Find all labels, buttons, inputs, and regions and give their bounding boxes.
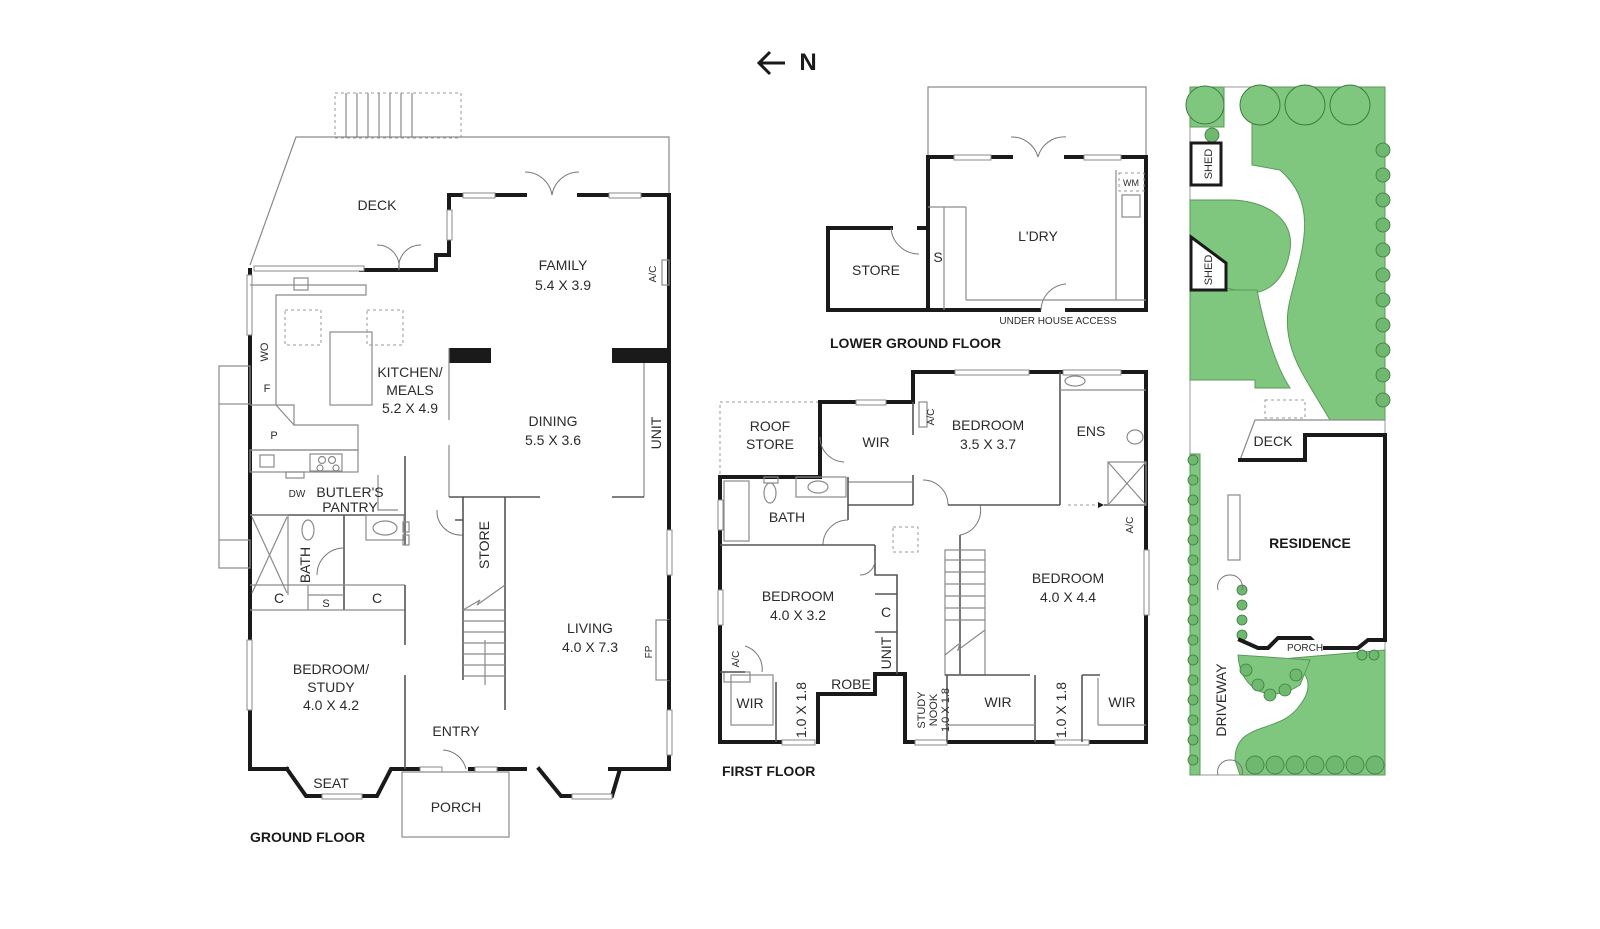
room-porch: PORCH [431,799,482,815]
room-bedroom-1-size: 3.5 X 3.7 [960,436,1016,452]
room-lg-store: STORE [852,262,900,278]
room-wir-4: WIR [1108,694,1135,710]
room-store: STORE [476,521,492,569]
ff-ac-label-3: A/C [731,651,742,668]
north-label: N [799,49,816,76]
room-living: LIVING [567,620,613,636]
room-deck: DECK [358,197,398,213]
room-laundry: L'DRY [1018,228,1058,244]
lower-ground-floor-title: LOWER GROUND FLOOR [830,335,1001,351]
room-butlers: BUTLER'S [316,484,383,500]
hedge-bottom [1245,755,1385,775]
room-entry: ENTRY [432,723,480,739]
lower-ground-floor-plan: STORE S L'DRY WM UNDER HOUSE ACCESS LOWE… [826,86,1148,351]
c-label: C [274,590,284,606]
hedge-right [1375,142,1391,408]
ground-floor-plan: DECK FAMILY 5.4 X 3.9 A/C KITCHEN/ MEALS… [218,92,673,845]
room-family-size: 5.4 X 3.9 [535,277,591,293]
room-kitchen-2: MEALS [386,382,433,398]
p-label: P [270,430,277,442]
room-wir-2: WIR [736,695,763,711]
driveway-label: DRIVEWAY [1213,663,1229,737]
room-ff-bath: BATH [769,509,805,525]
room-study-nook-2: NOOK [928,693,940,726]
dim-2: 1.0 X 1.8 [1053,682,1069,738]
room-ff-unit: UNIT [878,636,894,669]
room-bedroom-study-2: STUDY [307,679,355,695]
ff-ac-label: A/C [926,409,937,426]
wm-label: WM [1123,178,1139,188]
room-dining: DINING [529,413,578,429]
room-wir-1: WIR [862,434,889,450]
dw-label: DW [289,489,306,500]
fp-label: FP [644,645,655,658]
first-floor-title: FIRST FLOOR [722,763,815,779]
room-roof-store: ROOF [750,418,790,434]
site-deck-label: DECK [1254,433,1294,449]
arrow-left-icon [756,50,785,76]
f-label: F [264,383,271,395]
c-label-2: C [372,590,382,606]
room-kitchen-size: 5.2 X 4.9 [382,400,438,416]
room-roof-store-2: STORE [746,436,794,452]
room-butlers-2: PANTRY [322,499,378,515]
room-seat: SEAT [313,775,349,791]
site-porch-label: PORCH [1287,643,1323,654]
room-dining-size: 5.5 X 3.6 [525,432,581,448]
hedge-left [1187,454,1199,766]
shed-label-2: SHED [1203,255,1215,286]
room-wir-3: WIR [984,694,1011,710]
site-plan: SHED SHED DECK RESIDENCE PORCH DRIVEWAY [1185,84,1391,776]
lg-s-label: S [933,249,942,265]
room-study-nook: STUDY [916,691,928,729]
room-robe: ROBE [831,676,871,692]
ac-label: A/C [648,266,659,283]
shed-label-1: SHED [1203,149,1215,180]
room-living-size: 4.0 X 7.3 [562,639,618,655]
room-bedroom-study: BEDROOM/ [293,661,369,677]
room-bedroom-2-size: 4.0 X 3.2 [770,607,826,623]
north-compass: N [756,49,817,76]
room-bedroom-2: BEDROOM [762,588,834,604]
shrub-cluster [1236,584,1380,702]
dim-1: 1.0 X 1.8 [793,682,809,738]
ff-ac-label-2: A/C [1125,517,1136,534]
room-bath: BATH [297,547,313,583]
residence-label: RESIDENCE [1269,535,1351,551]
room-unit: UNIT [648,416,664,449]
room-bedroom-1: BEDROOM [952,417,1024,433]
wo-label: WO [259,342,271,361]
room-bedroom-3-size: 4.0 X 4.4 [1040,589,1096,605]
dim-study: 1.0 X 1.8 [940,688,952,732]
first-floor-plan: ROOF STORE WIR A/C BEDROOM 3.5 X 3.7 ENS… [717,369,1150,779]
s-label: S [322,598,329,610]
ff-c-label: C [881,604,891,620]
room-ens: ENS [1077,423,1106,439]
room-family: FAMILY [539,257,588,273]
room-bedroom-study-size: 4.0 X 4.2 [303,697,359,713]
room-bedroom-3: BEDROOM [1032,570,1104,586]
ground-floor-title: GROUND FLOOR [250,829,365,845]
under-house-access: UNDER HOUSE ACCESS [999,316,1117,327]
room-kitchen: KITCHEN/ [377,364,442,380]
